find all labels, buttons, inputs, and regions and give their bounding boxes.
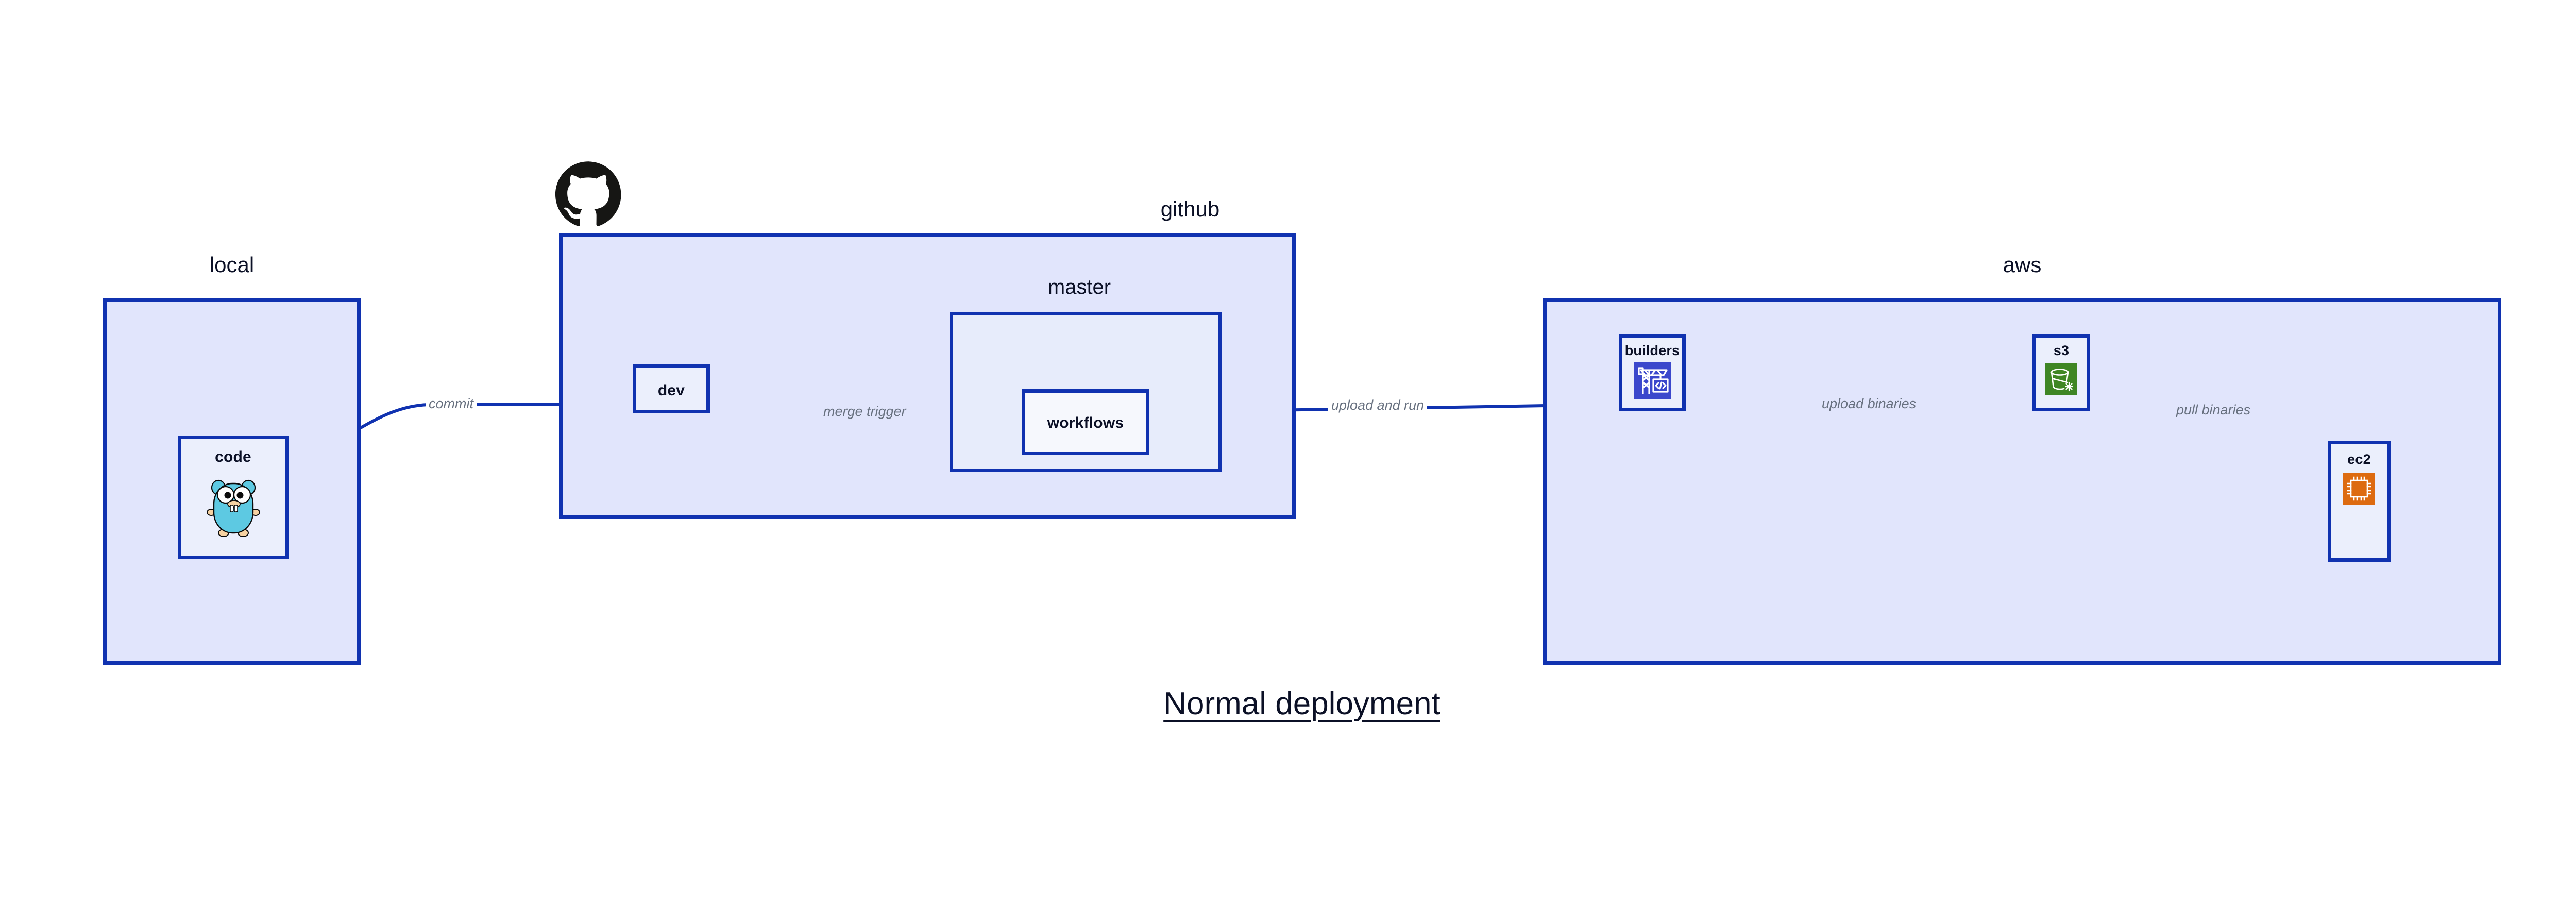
- node-code-label: code: [215, 448, 251, 465]
- node-s3[interactable]: s3: [2032, 334, 2090, 411]
- edge-label-pull-binaries: pull binaries: [2173, 402, 2254, 418]
- node-ec2-label: ec2: [2347, 452, 2371, 467]
- node-ec2[interactable]: ec2: [2328, 441, 2391, 562]
- aws-codebuild-crane-icon: [1634, 362, 1671, 402]
- edge-label-merge-trigger: merge trigger: [820, 404, 909, 420]
- aws-ec2-chip-icon: [2343, 473, 2375, 507]
- node-s3-label: s3: [2053, 343, 2070, 358]
- go-gopher-icon: [205, 472, 262, 539]
- group-label-aws: aws: [2003, 253, 2042, 277]
- node-dev[interactable]: dev: [633, 364, 710, 413]
- github-octocat-icon: [555, 161, 621, 227]
- node-code[interactable]: code: [178, 436, 289, 559]
- diagram-title: Normal deployment: [1163, 686, 1440, 722]
- node-builders-label: builders: [1624, 343, 1680, 358]
- aws-s3-bucket-icon: [2045, 363, 2077, 397]
- group-label-github: github: [1160, 197, 1220, 221]
- node-builders[interactable]: builders: [1619, 334, 1686, 411]
- node-workflows[interactable]: workflows: [1022, 389, 1149, 455]
- group-label-master: master: [1047, 276, 1111, 298]
- node-workflows-label: workflows: [1047, 414, 1124, 431]
- edge-label-commit: commit: [426, 396, 477, 412]
- edge-label-upload-binaries: upload binaries: [1819, 396, 1920, 412]
- node-dev-label: dev: [657, 382, 685, 399]
- edge-label-upload-and-run: upload and run: [1328, 397, 1428, 413]
- group-label-local: local: [209, 253, 255, 277]
